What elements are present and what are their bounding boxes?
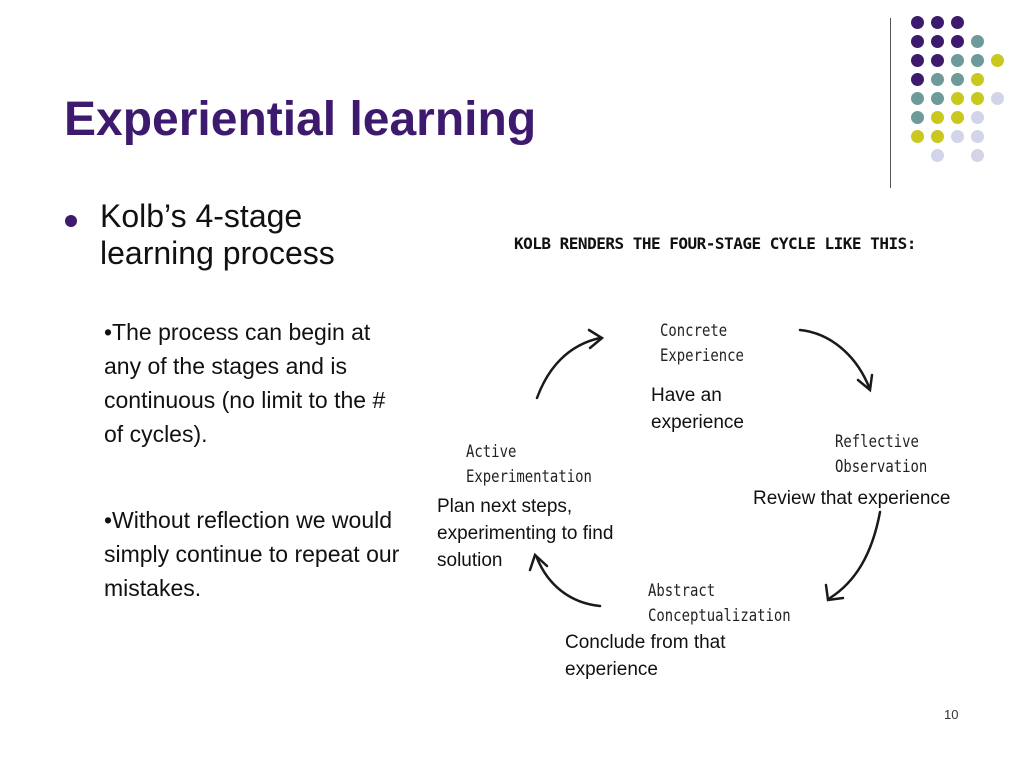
sub-bullet-reflection: •Without reflection we would simply cont…	[104, 507, 400, 601]
grid-dot	[951, 73, 964, 86]
grid-dot	[951, 111, 964, 124]
bullet-icon	[65, 215, 77, 227]
grid-dot	[911, 35, 924, 48]
main-bullet: Kolb’s 4-stage learning process	[100, 198, 335, 271]
grid-dot	[951, 92, 964, 105]
grid-dot	[931, 73, 944, 86]
grid-dot	[971, 54, 984, 67]
grid-dot	[971, 92, 984, 105]
slide-number: 10	[944, 707, 959, 722]
note-reflective: Review that experience	[753, 488, 951, 509]
note-abstract: Conclude from that experience	[565, 632, 726, 680]
grid-dot	[911, 73, 924, 86]
note-active: Plan next steps, experimenting to find s…	[437, 496, 614, 571]
grid-dot	[931, 130, 944, 143]
sub-bullet-process: •The process can begin at any of the sta…	[104, 319, 386, 447]
stage-reflective-observation: Reflective Observation	[835, 432, 928, 477]
grid-dot	[931, 54, 944, 67]
arrowhead	[856, 373, 874, 393]
arrowhead	[587, 328, 605, 350]
grid-dot	[991, 54, 1004, 67]
grid-dot	[931, 16, 944, 29]
arrowhead	[528, 552, 549, 572]
grid-dot	[971, 130, 984, 143]
grid-dot	[951, 35, 964, 48]
grid-dot	[971, 35, 984, 48]
decorative-divider	[890, 18, 891, 188]
diagram-heading: KOLB RENDERS THE FOUR-STAGE CYCLE LIKE T…	[514, 234, 916, 253]
arrow-concrete-to-reflective	[798, 328, 871, 389]
grid-dot	[971, 149, 984, 162]
stage-active-experimentation: Active Experimentation	[466, 442, 592, 487]
arrow-reflective-to-abstract	[828, 510, 882, 600]
grid-dot	[911, 16, 924, 29]
grid-dot	[951, 16, 964, 29]
grid-dot	[931, 149, 944, 162]
slide-title: Experiential learning	[64, 93, 537, 146]
grid-dot	[971, 73, 984, 86]
arrowhead	[824, 583, 845, 602]
grid-dot	[951, 54, 964, 67]
grid-dot	[911, 54, 924, 67]
arrow-abstract-to-active	[535, 556, 602, 608]
grid-dot	[931, 35, 944, 48]
grid-dot	[931, 111, 944, 124]
stage-abstract-conceptualization: Abstract Conceptualization	[648, 581, 791, 626]
stage-concrete-experience: Concrete Experience	[660, 321, 744, 366]
grid-dot	[971, 111, 984, 124]
grid-dot	[911, 92, 924, 105]
arrow-active-to-concrete	[535, 336, 602, 400]
grid-dot	[951, 130, 964, 143]
grid-dot	[911, 111, 924, 124]
grid-dot	[911, 130, 924, 143]
grid-dot	[931, 92, 944, 105]
note-concrete: Have an experience	[651, 385, 744, 433]
grid-dot	[991, 92, 1004, 105]
